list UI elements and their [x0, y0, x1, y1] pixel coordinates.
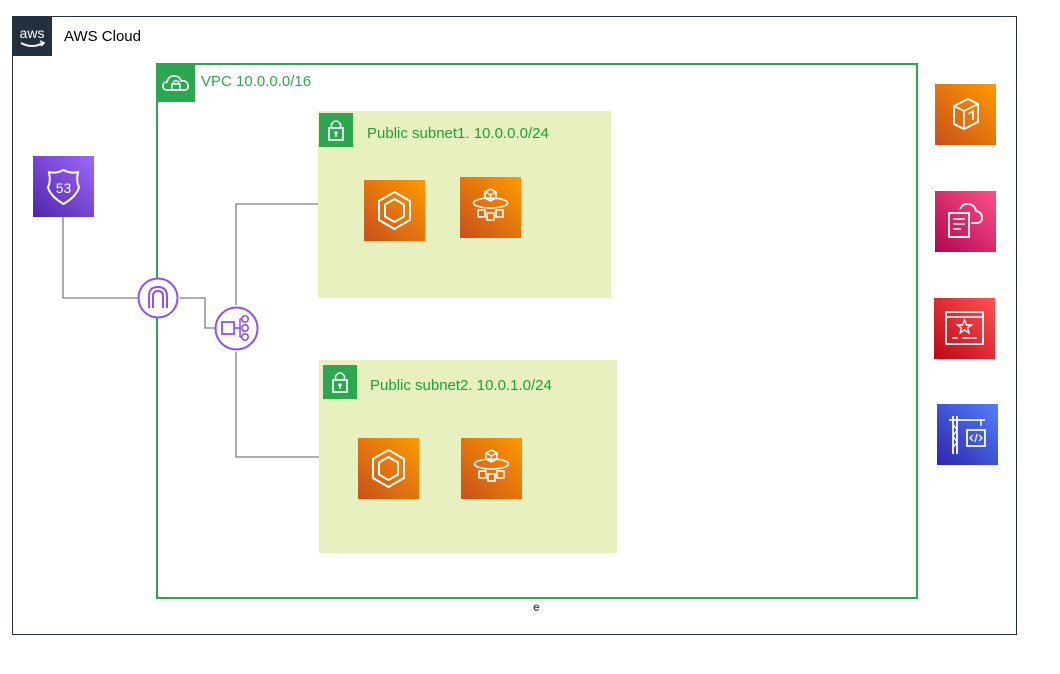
connector-igw-elb — [180, 297, 215, 329]
aws-cloud-title: AWS Cloud — [64, 28, 141, 45]
route53-icon: 53 — [33, 156, 94, 217]
ecr-icon — [935, 84, 996, 145]
public-subnet-2-title: Public subnet2. 10.0.1.0/24 — [370, 377, 552, 394]
vpc-cloud-lock-icon — [157, 64, 195, 102]
public-subnet-1-title: Public subnet1. 10.0.0.0/24 — [367, 125, 549, 142]
aws-cloud-group — [12, 16, 1017, 635]
aws-logo-icon: aws — [12, 16, 52, 56]
padlock-icon — [323, 365, 357, 399]
connector-elb-subnet2 — [235, 352, 319, 458]
ecs-icon — [358, 438, 419, 499]
fargate-icon — [461, 438, 522, 499]
codebuild-icon — [937, 404, 998, 465]
internet-gateway-icon — [137, 277, 179, 319]
cloudwatch-logs-icon — [935, 191, 996, 252]
connector-route53-igw — [62, 217, 138, 299]
connector-elb-subnet1 — [235, 203, 318, 305]
footer-mark: e — [533, 600, 540, 614]
certificate-manager-icon — [934, 298, 995, 359]
vpc-title: VPC 10.0.0.0/16 — [201, 73, 312, 90]
padlock-icon — [319, 113, 353, 147]
route53-label: 53 — [56, 180, 72, 196]
ecs-icon — [364, 180, 425, 241]
aws-logo-text: aws — [20, 25, 45, 41]
vpc-group — [156, 63, 918, 599]
fargate-icon — [460, 177, 521, 238]
load-balancer-icon — [214, 305, 259, 352]
